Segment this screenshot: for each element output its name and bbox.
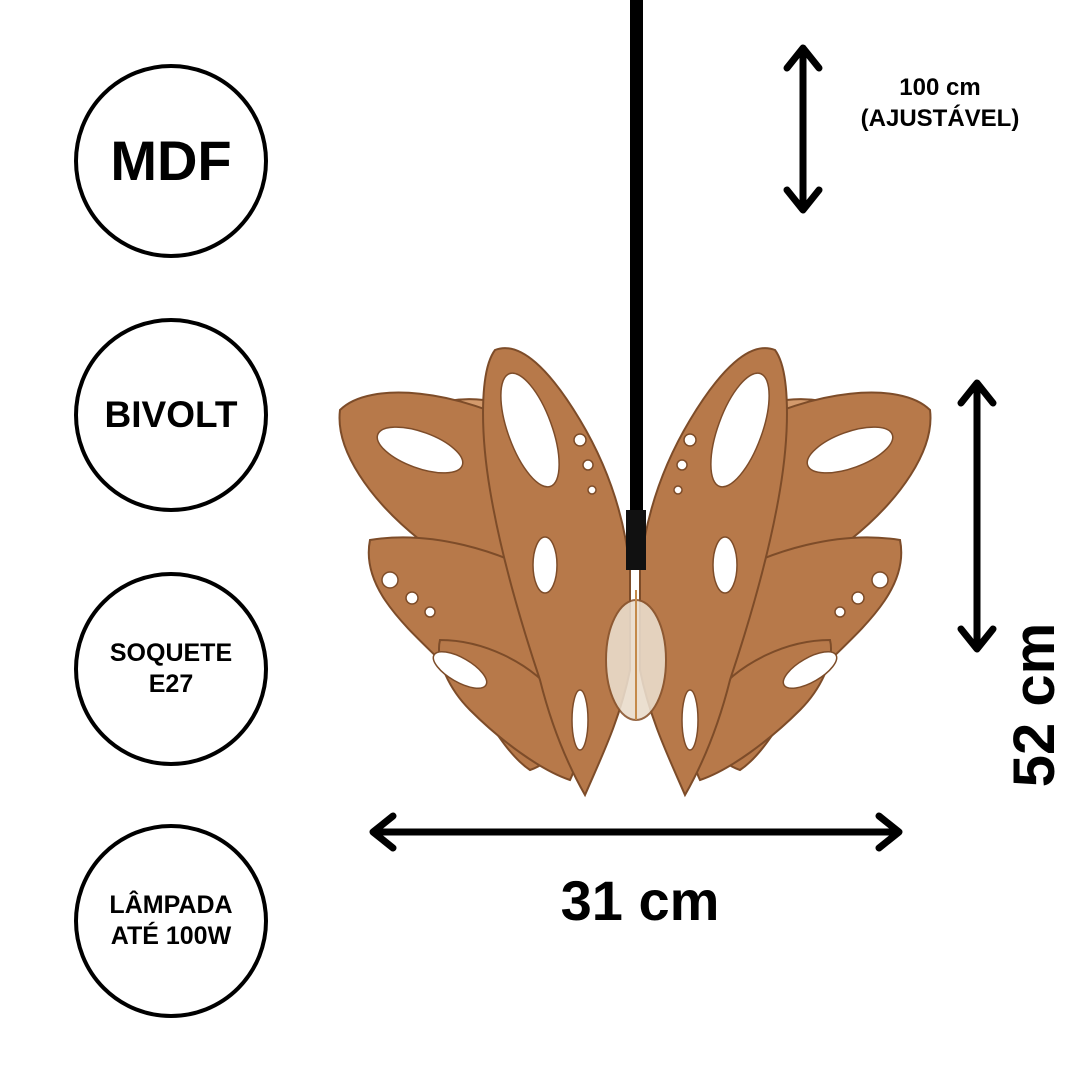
cable-length-arrow-icon [783,44,823,214]
width-value: 31 cm [560,869,720,932]
height-label: 52 cm [1000,610,1070,800]
cable-length-note: (AJUSTÁVEL) [860,105,1020,133]
butterfly-pendant-lamp-image [338,347,932,798]
power-cord [630,0,643,520]
socket-badge: SOQUETE E27 [74,572,268,766]
material-badge: MDF [74,64,268,258]
height-arrow-icon [957,379,997,653]
cable-length-value: 100 cm [899,74,981,101]
voltage-label: BIVOLT [104,393,238,435]
width-arrow-icon [369,812,903,852]
bulb-label-line2: ATÉ 100W [110,922,232,950]
bulb-label-line1: LÂMPADA [109,890,233,919]
socket-label-line1: SOQUETE [109,638,233,667]
material-label: MDF [110,129,232,192]
bulb-badge: LÂMPADA ATÉ 100W [74,824,268,1018]
cable-length-label: 100 cm (AJUSTÁVEL) [840,72,1040,134]
height-value: 52 cm [1002,622,1067,788]
voltage-badge: BIVOLT [74,318,268,512]
socket-label-line2: E27 [148,670,194,698]
